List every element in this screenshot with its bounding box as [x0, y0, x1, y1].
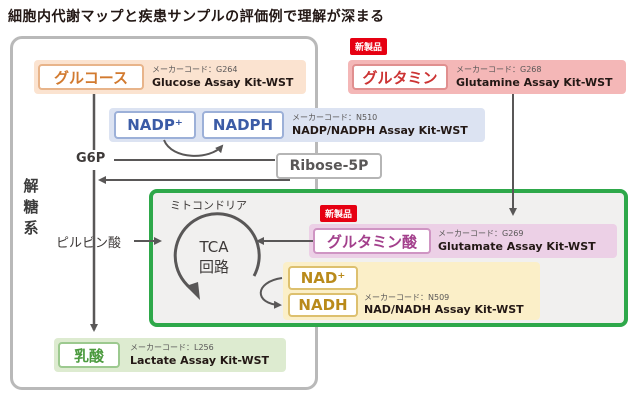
glutamate-code: メーカーコード：G269: [438, 229, 524, 238]
glutamine-code: メーカーコード：G268: [456, 65, 542, 74]
lactate-chip: 乳酸: [58, 342, 120, 368]
nadh-chip: NADH: [288, 293, 358, 317]
nadph-chip: NADPH: [202, 111, 284, 139]
glycolysis-label: 解糖系: [23, 177, 39, 237]
lactate-code: メーカーコード：L256: [130, 343, 214, 352]
pyruvate-label: ピルビン酸: [56, 236, 122, 251]
tca-cycle-arc: [173, 212, 261, 294]
nad-code: メーカーコード：N509: [364, 293, 450, 302]
arrow-nad-nadh: [259, 277, 283, 309]
page-title: 細胞内代謝マップと疾患サンプルの評価例で理解が深まる: [8, 9, 385, 25]
tca-cycle-arrowhead: [186, 282, 200, 300]
arrow-nadp-nadph: [163, 139, 224, 157]
glutamine-chip: グルタミン: [352, 64, 448, 90]
glutamate-kit-name: Glutamate Assay Kit-WST: [438, 240, 596, 253]
nad-plus-chip: NAD⁺: [288, 266, 358, 290]
g6p-label: G6P: [76, 151, 106, 166]
nadp-kit-name: NADP/NADPH Assay Kit-WST: [292, 124, 468, 137]
nadp-plus-chip: NADP⁺: [114, 111, 196, 139]
tca-cycle-label: TCA 回路: [186, 237, 242, 277]
nadp-code: メーカーコード：N510: [292, 113, 378, 122]
new-badge-glutamate: 新製品: [320, 205, 358, 222]
tca-line1: TCA: [199, 238, 229, 256]
new-badge-glutamine: 新製品: [350, 38, 388, 55]
glutamine-kit-name: Glutamine Assay Kit-WST: [456, 76, 613, 89]
nad-kit-name: NAD/NADH Assay Kit-WST: [364, 303, 524, 316]
glucose-code: メーカーコード：G264: [152, 65, 238, 74]
tca-line2: 回路: [198, 258, 229, 276]
mitochondria-label: ミトコンドリア: [170, 199, 247, 212]
glucose-kit-name: Glucose Assay Kit-WST: [152, 76, 294, 89]
lactate-kit-name: Lactate Assay Kit-WST: [130, 354, 270, 367]
ribose-5p-chip: Ribose-5P: [276, 153, 382, 179]
glucose-chip: グルコース: [38, 64, 144, 90]
glutamate-chip: グルタミン酸: [313, 228, 431, 254]
